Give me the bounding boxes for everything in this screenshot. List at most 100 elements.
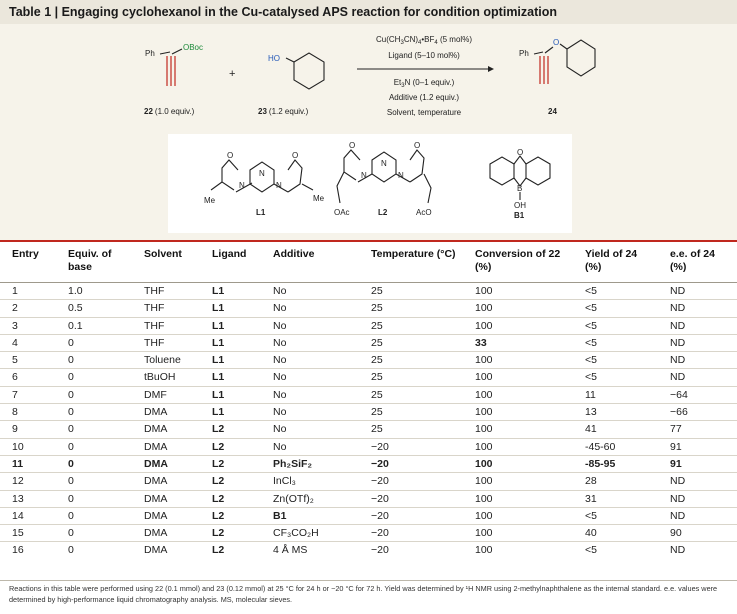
ligand-l2-label: L2 — [378, 208, 388, 217]
cell-temperature: 25 — [359, 316, 463, 335]
cell-conversion: 100 — [463, 420, 573, 439]
cell-additive: Ph₂SiF₂ — [261, 454, 359, 473]
cell-temperature: 25 — [359, 333, 463, 352]
header-entry: Entry — [12, 248, 39, 260]
cell-base: 0 — [56, 351, 132, 369]
cell-yield: 31 — [573, 489, 658, 508]
cell-conversion: 100 — [463, 281, 573, 300]
ligand-l2-o-right: O — [414, 141, 420, 150]
ligand-l2-n-left: N — [361, 171, 367, 180]
cell-temperature: 25 — [359, 351, 463, 369]
table-top-rule — [0, 240, 737, 242]
cell-ligand: L2 — [200, 541, 261, 559]
cell-conversion: 100 — [463, 368, 573, 387]
reactant-23-hydroxyl: HO — [268, 54, 280, 63]
cell-base: 0 — [56, 472, 132, 491]
cell-solvent: THF — [132, 316, 200, 335]
cell-ligand: L2 — [200, 524, 261, 542]
cell-temperature: 25 — [359, 299, 463, 318]
cell-base: 0 — [56, 524, 132, 542]
cell-solvent: THF — [132, 281, 200, 300]
cell-conversion: 100 — [463, 316, 573, 335]
cell-temperature: 25 — [359, 403, 463, 421]
cell-ee: 90 — [658, 524, 737, 542]
cell-conversion: 100 — [463, 472, 573, 491]
cell-yield: <5 — [573, 368, 658, 387]
additive-b1-oxygen: O — [517, 148, 523, 157]
ligand-l1-o-left: O — [227, 151, 233, 160]
cell-yield: <5 — [573, 541, 658, 559]
cell-base: 0 — [56, 454, 132, 473]
reactant-22-oboc: OBoc — [183, 43, 203, 52]
cell-conversion: 100 — [463, 524, 573, 542]
cell-ligand: L1 — [200, 299, 261, 318]
ligand-l1-structure: O N O N N Me Me L1 — [204, 151, 325, 217]
cell-ligand: L1 — [200, 316, 261, 335]
cell-yield: 13 — [573, 403, 658, 421]
cell-additive: No — [261, 420, 359, 439]
header-yield: Yield of 24 (%) — [585, 248, 638, 273]
product-24-oxygen: O — [553, 38, 559, 47]
product-24-structure: Ph O 24 — [519, 38, 596, 116]
cell-entry: 15 — [0, 524, 56, 542]
optimization-table: Entry Equiv. of base Solvent Ligand Addi… — [0, 245, 737, 559]
cell-ee: ND — [658, 299, 737, 318]
cell-entry: 6 — [0, 368, 56, 387]
reaction-scheme: Ph OBoc 22(1.0 equiv.) + HO 23(1.2 equiv… — [144, 35, 596, 220]
cell-yield: 28 — [573, 472, 658, 491]
cell-additive: No — [261, 299, 359, 318]
cell-ee: ND — [658, 368, 737, 387]
cell-temperature: −20 — [359, 437, 463, 456]
cell-solvent: DMA — [132, 524, 200, 542]
ligand-l1-n-right: N — [276, 181, 282, 190]
cell-yield: <5 — [573, 281, 658, 300]
cell-solvent: DMA — [132, 403, 200, 421]
ligand-l2-aco: AcO — [416, 208, 432, 217]
cell-conversion: 100 — [463, 541, 573, 559]
reactant-23-label: 23(1.2 equiv.) — [258, 107, 309, 116]
cell-entry: 16 — [0, 541, 56, 559]
reaction-arrow — [357, 66, 494, 72]
cell-solvent: DMA — [132, 472, 200, 491]
condition-ligand: Ligand (5–10 mol%) — [388, 51, 460, 60]
table-bottom-rule — [0, 580, 737, 581]
ligand-l2-structure: O N O N N OAc AcO L2 — [334, 141, 432, 217]
cell-additive: No — [261, 333, 359, 352]
cell-entry: 5 — [0, 351, 56, 369]
cell-base: 0 — [56, 403, 132, 421]
cell-additive: No — [261, 281, 359, 300]
cell-solvent: DMA — [132, 437, 200, 456]
cell-yield: <5 — [573, 316, 658, 335]
cell-entry: 14 — [0, 506, 56, 525]
cell-yield: -45-60 — [573, 437, 658, 456]
reactant-22-label: 22(1.0 equiv.) — [144, 107, 195, 116]
condition-solvent: Solvent, temperature — [387, 108, 462, 117]
ligand-l2-oac: OAc — [334, 208, 350, 217]
cell-base: 0 — [56, 333, 132, 352]
cell-additive: No — [261, 316, 359, 335]
cell-temperature: 25 — [359, 368, 463, 387]
additive-b1-hydroxyl: OH — [514, 201, 526, 210]
additive-b1-boron: B — [517, 184, 522, 193]
header-ligand: Ligand — [212, 248, 247, 260]
cell-base: 0 — [56, 437, 132, 456]
cell-temperature: −20 — [359, 506, 463, 525]
cell-base: 0.1 — [56, 316, 132, 335]
cell-additive: No — [261, 351, 359, 369]
cell-ee: 91 — [658, 454, 737, 473]
header-additive: Additive — [273, 248, 315, 260]
cell-additive: Zn(OTf)₂ — [261, 489, 359, 508]
cell-temperature: 25 — [359, 281, 463, 300]
ligand-l1-label: L1 — [256, 208, 266, 217]
condition-additive: Additive (1.2 equiv.) — [389, 93, 459, 102]
cell-entry: 7 — [0, 385, 56, 404]
ligand-l1-me-right: Me — [313, 194, 325, 203]
